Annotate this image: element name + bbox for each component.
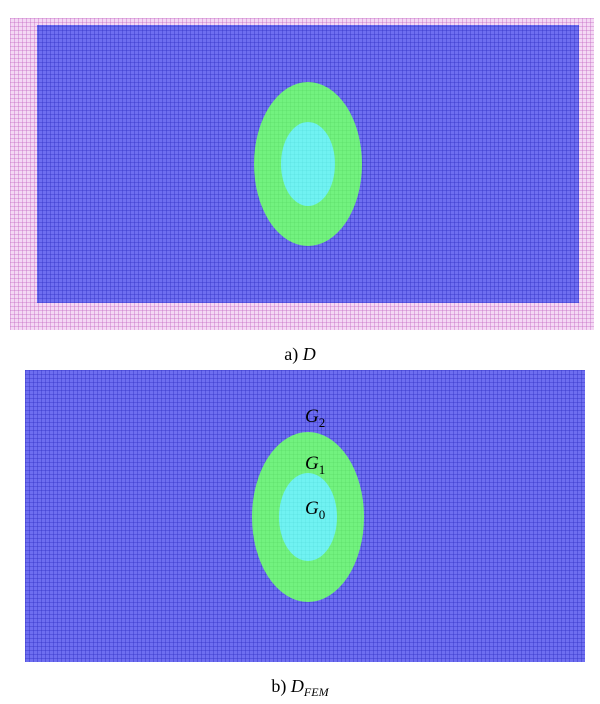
- panel-a-caption: a) D: [0, 344, 600, 364]
- inner-region: [281, 122, 335, 206]
- panel-a-mesh: [10, 18, 594, 330]
- panel-b-caption-prefix: b): [271, 676, 291, 696]
- panel-b-mesh-svg: G2 G1 G0: [25, 370, 585, 662]
- label-g0: G0: [305, 498, 325, 522]
- panel-a-mesh-svg: [10, 18, 594, 330]
- panel-b-caption-subscript: FEM: [303, 685, 329, 699]
- panel-b-caption: b) DFEM: [0, 676, 600, 699]
- inner-region-b: [279, 473, 337, 561]
- panel-b-mesh: G2 G1 G0: [25, 370, 585, 662]
- label-g1: G1: [305, 453, 325, 477]
- panel-a-caption-prefix: a): [284, 344, 303, 364]
- label-g2: G2: [305, 406, 325, 430]
- panel-b-caption-symbol: D: [290, 676, 304, 696]
- panel-a-caption-symbol: D: [302, 344, 316, 364]
